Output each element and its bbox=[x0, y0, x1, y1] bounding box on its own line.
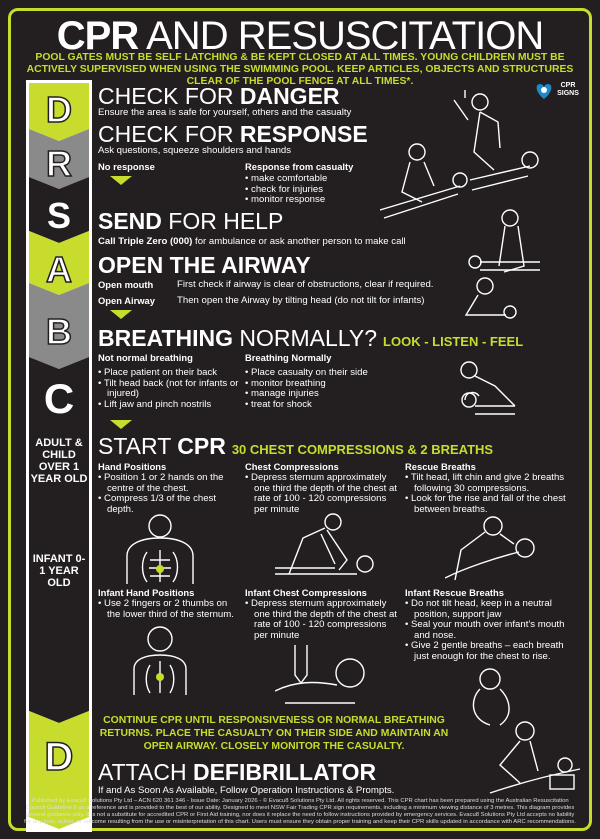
bullet: • Give 2 gentle breaths – each breath ju… bbox=[405, 640, 564, 662]
response-from-casualty-label: Response from casualty bbox=[245, 161, 354, 172]
bullet: • Depress sternum approximately one thir… bbox=[245, 472, 397, 515]
open-airway-label: Open Airway bbox=[98, 295, 155, 306]
drsabcd-sidebar: D R S A B C ADULT & CHILD OVER 1 YEAR OL… bbox=[26, 80, 92, 832]
poster-border bbox=[8, 8, 592, 831]
send-sub: Call Triple Zero (000) for ambulance or … bbox=[98, 236, 406, 247]
bullet: • Place patient on their back bbox=[98, 367, 218, 378]
bullet: • Position 1 or 2 hands on the centre of… bbox=[98, 472, 224, 494]
bullet: • manage injuries bbox=[245, 388, 319, 399]
recovery-breathing-illustration-icon bbox=[460, 361, 516, 415]
bullet: • monitor breathing bbox=[245, 377, 326, 389]
step-d: D bbox=[29, 83, 89, 141]
arrow-down-icon bbox=[110, 176, 132, 185]
heading: Infant Rescue Breaths bbox=[405, 587, 504, 598]
rescuer-illustration-icon bbox=[380, 90, 540, 319]
footer-disclaimer: Published by Evacu8 Solutions Pty Ltd – … bbox=[24, 798, 576, 825]
breathing-heading: BREATHING NORMALLY?LOOK - LISTEN - FEEL bbox=[98, 325, 524, 351]
heading: Infant Hand Positions bbox=[98, 587, 195, 598]
rescue-breaths: Rescue Breaths • Tilt head, lift chin an… bbox=[405, 461, 580, 515]
bullet: • Depress sternum approximately one thir… bbox=[245, 598, 397, 641]
cpr-signs-logo: CPR SIGNS bbox=[533, 80, 583, 106]
infant-hand-positions: Infant Hand Positions • Use 2 fingers or… bbox=[98, 587, 243, 620]
response-bullets: • make comfortable • check for injuries … bbox=[245, 173, 328, 206]
response-heading: CHECK FOR RESPONSE bbox=[98, 121, 368, 147]
poster-title: CPR AND RESUSCITATION bbox=[56, 14, 544, 58]
breathing-normally-label: Breathing Normally bbox=[245, 352, 332, 363]
open-mouth-text: First check if airway is clear of obstru… bbox=[177, 279, 434, 290]
response-sub: Ask questions, squeeze shoulders and han… bbox=[98, 145, 292, 156]
arrow-down-icon bbox=[110, 310, 132, 319]
defib-sub: If and As Soon As Available, Follow Oper… bbox=[98, 785, 395, 796]
heading: Infant Chest Compressions bbox=[245, 587, 367, 598]
bullet: • Place casualty on their side bbox=[245, 367, 368, 378]
not-normal-bullets: • Place patient on their back • Tilt hea… bbox=[98, 367, 243, 410]
adult-chest-diagram-icon bbox=[126, 514, 194, 584]
infant-chest-compressions: Infant Chest Compressions • Depress ster… bbox=[245, 587, 400, 641]
arrow-down-icon bbox=[110, 420, 132, 429]
infant-compression-illustration-icon bbox=[275, 645, 365, 704]
bullet: • treat for shock bbox=[245, 398, 312, 410]
defib-heading: ATTACH DEFIBRILLATOR bbox=[98, 759, 377, 785]
heading: Chest Compressions bbox=[245, 461, 339, 472]
bullet: • Look for the rise and fall of the ches… bbox=[405, 493, 566, 515]
chest-compressions: Chest Compressions • Depress sternum app… bbox=[245, 461, 400, 515]
infant-chest-diagram-icon bbox=[133, 626, 187, 695]
hand-positions: Hand Positions • Position 1 or 2 hands o… bbox=[98, 461, 238, 515]
no-response-label: No response bbox=[98, 161, 155, 172]
adult-label: ADULT & CHILD OVER 1 YEAR OLD bbox=[30, 437, 88, 485]
normal-bullets: • Place casualty on their side • monitor… bbox=[245, 367, 368, 410]
not-normal-label: Not normal breathing bbox=[98, 352, 193, 363]
look-listen-feel: LOOK - LISTEN - FEEL bbox=[383, 334, 524, 349]
bullet: • Compress 1/3 of the chest depth. bbox=[98, 493, 217, 515]
open-airway-text: Then open the Airway by tilting head (do… bbox=[177, 295, 425, 306]
infant-label: INFANT 0- 1 YEAR OLD bbox=[32, 553, 86, 589]
heading: Rescue Breaths bbox=[405, 461, 476, 472]
rescue-breath-illustration-icon bbox=[445, 516, 535, 581]
bullet: • Seal your mouth over infant’s mouth an… bbox=[405, 619, 565, 641]
bullet: • Tilt head back (not for infants or inj… bbox=[98, 377, 239, 399]
infant-rescue-breaths: Infant Rescue Breaths • Do not tilt head… bbox=[405, 587, 580, 662]
step-a: A bbox=[29, 231, 89, 295]
danger-sub: Ensure the area is safe for yourself, ot… bbox=[98, 107, 352, 118]
step-b: B bbox=[29, 283, 89, 369]
bullet: • Use 2 fingers or 2 thumbs on the lower… bbox=[98, 598, 234, 620]
danger-heading: CHECK FOR DANGER bbox=[98, 83, 340, 109]
open-mouth-label: Open mouth bbox=[98, 279, 154, 290]
bullet: • make comfortable bbox=[245, 173, 328, 184]
send-heading: SEND FOR HELP bbox=[98, 208, 284, 234]
infant-breath-defib-illustration-icon bbox=[472, 668, 581, 794]
bullet: • check for injuries bbox=[245, 183, 324, 195]
bullet: • Tilt head, lift chin and give 2 breath… bbox=[405, 472, 565, 494]
pool-warning: POOL GATES MUST BE SELF LATCHING & BE KE… bbox=[26, 52, 574, 87]
compressions-tag: 30 CHEST COMPRESSIONS & 2 BREATHS bbox=[231, 442, 494, 457]
heading: Hand Positions bbox=[98, 461, 167, 472]
continue-cpr-notice: CONTINUE CPR UNTIL RESPONSIVENESS OR NOR… bbox=[99, 715, 449, 752]
bullet: • Do not tilt head, keep in a neutral po… bbox=[405, 598, 552, 620]
bullet: • monitor response bbox=[245, 194, 326, 205]
bullet: • Lift jaw and pinch nostrils bbox=[98, 398, 212, 410]
step-d-defib: D bbox=[29, 711, 89, 829]
step-c: C ADULT & CHILD OVER 1 YEAR OLD INFANT 0… bbox=[29, 357, 89, 723]
chest-compression-illustration-icon bbox=[275, 513, 374, 575]
airway-heading: OPEN THE AIRWAY bbox=[98, 252, 311, 278]
